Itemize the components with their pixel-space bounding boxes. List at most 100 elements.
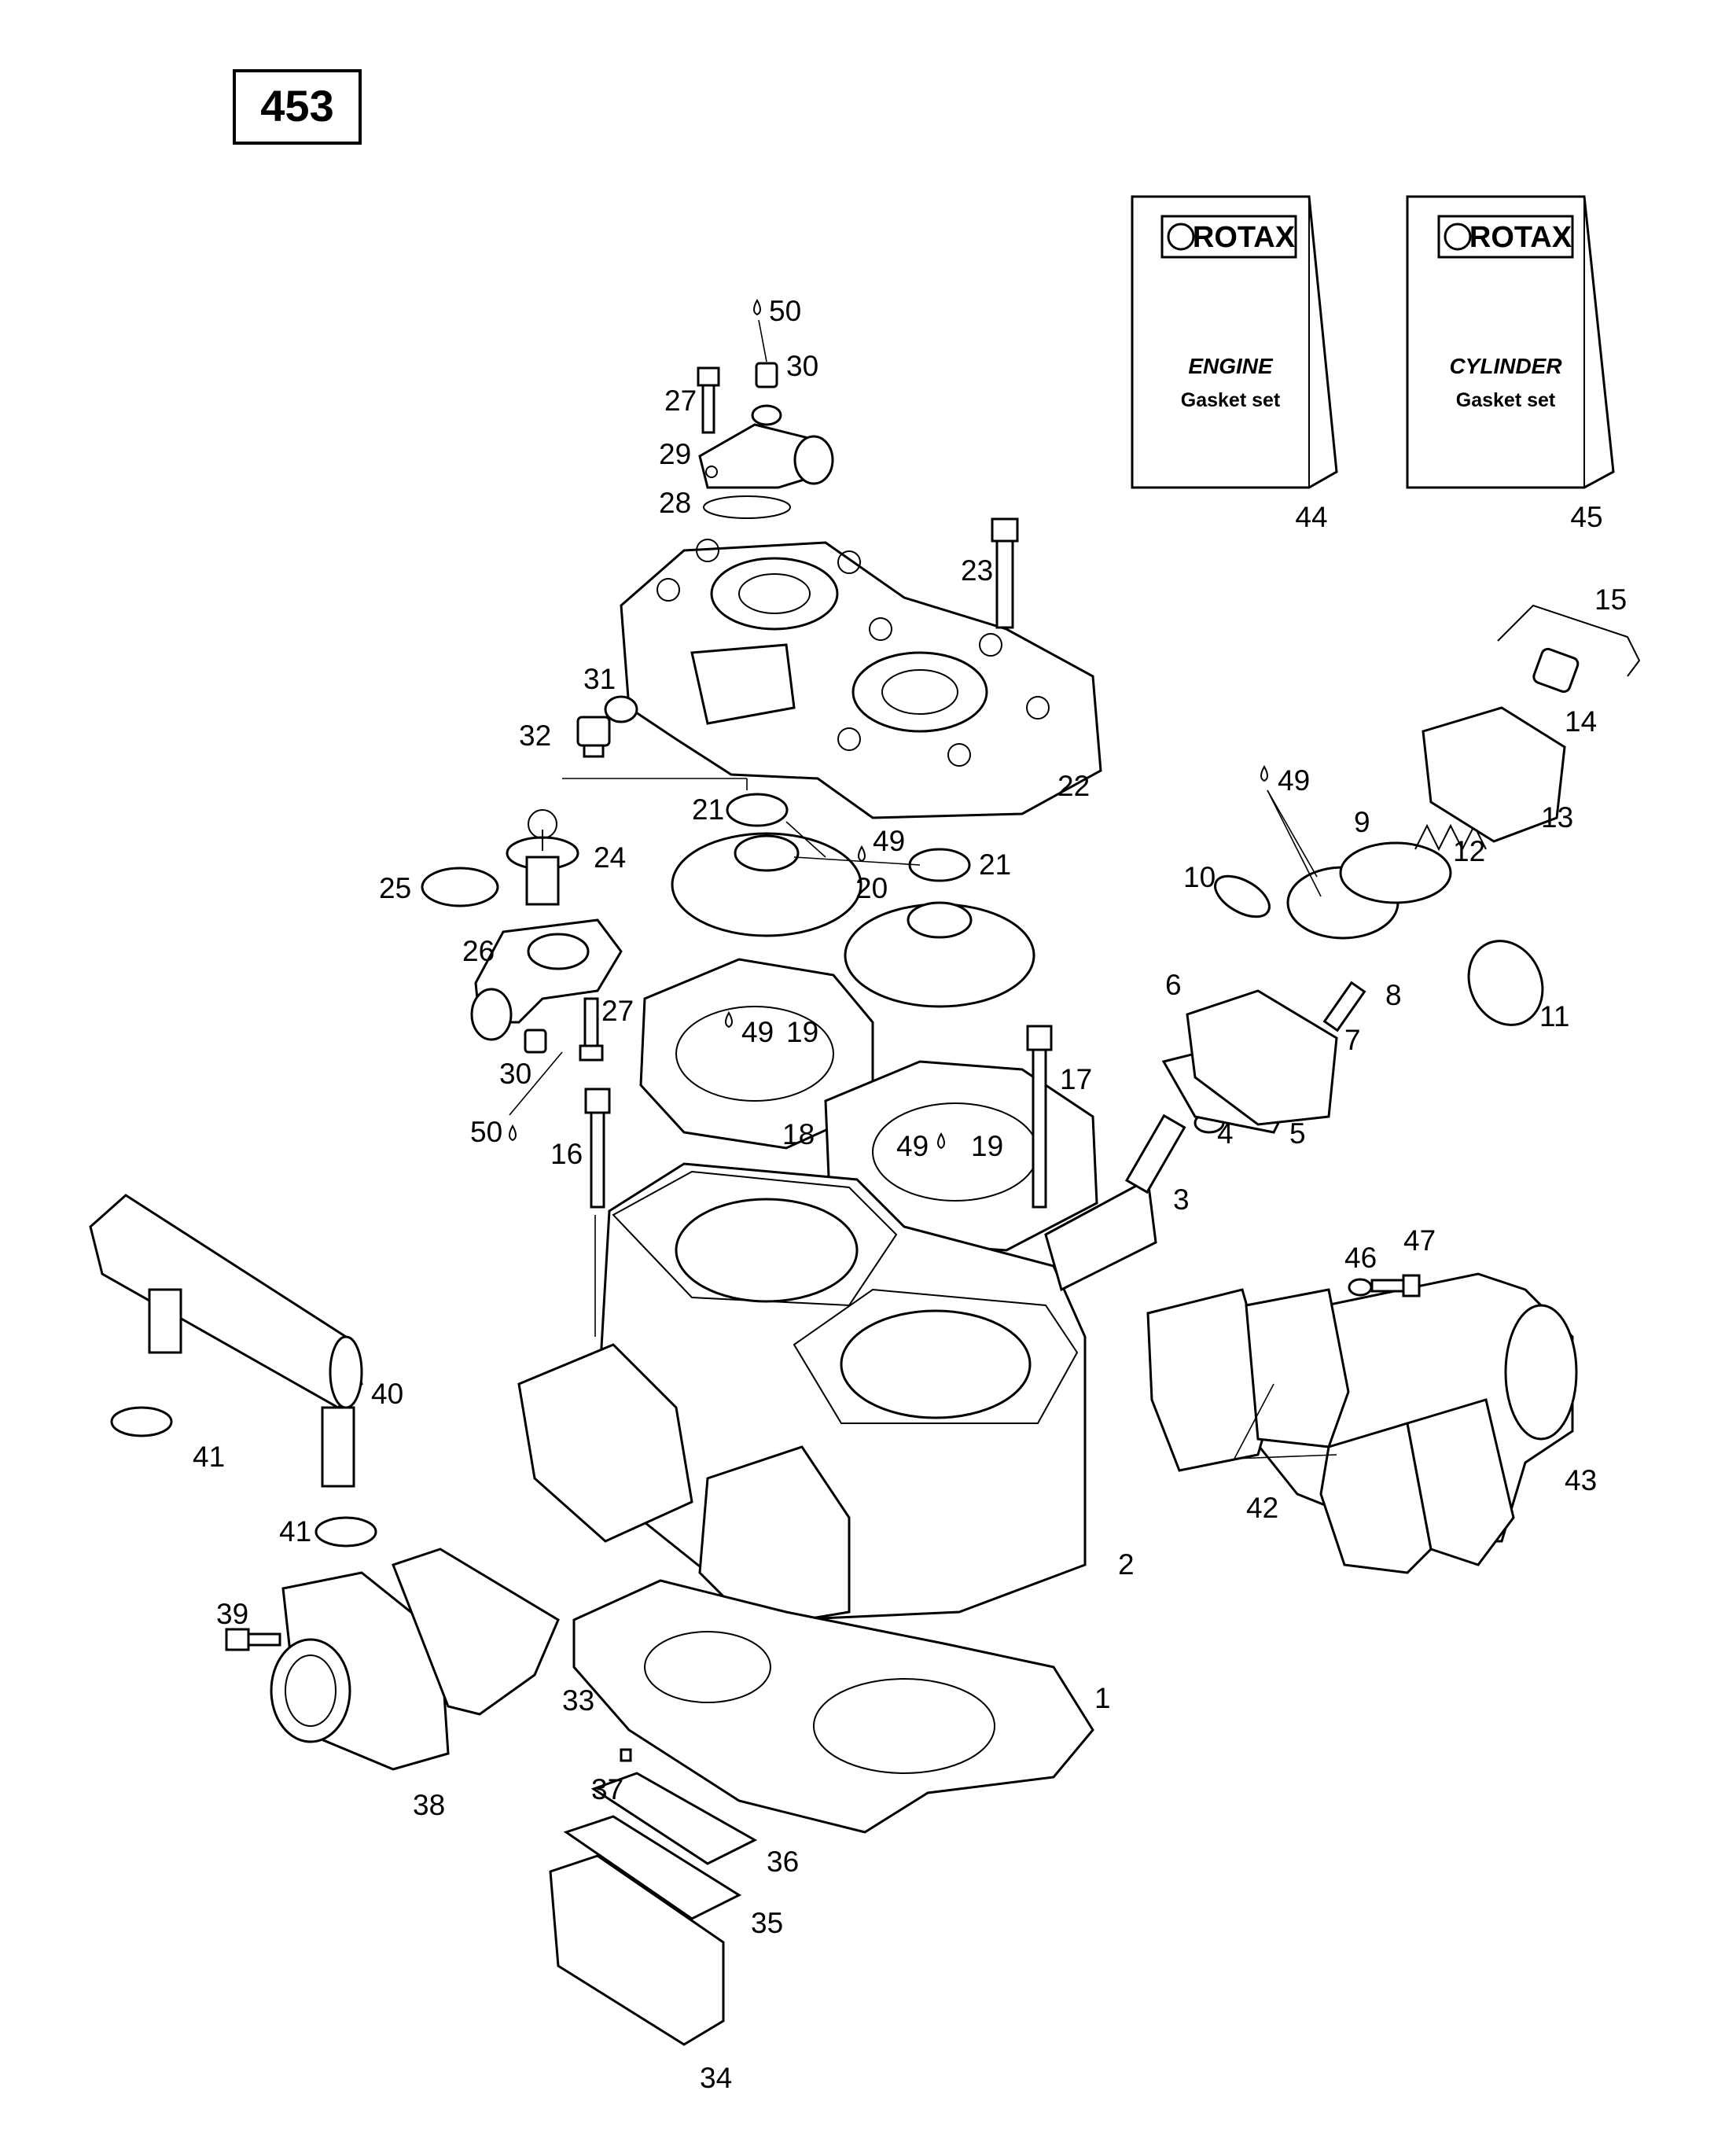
washer-46 bbox=[1348, 1278, 1373, 1297]
booklet-title: CYLINDER bbox=[1449, 354, 1562, 378]
page-number: 453 bbox=[260, 81, 333, 131]
engine-gasket-set-booklet: ROTAX ENGINE Gasket set bbox=[1131, 195, 1338, 489]
callout-10: 10 bbox=[1183, 861, 1216, 893]
callout-3: 3 bbox=[1173, 1183, 1190, 1216]
callout-49c: 49 bbox=[741, 1016, 774, 1048]
gasket-33 bbox=[392, 1548, 560, 1716]
callout-22: 22 bbox=[1057, 770, 1090, 802]
gasket-42-a bbox=[1146, 1288, 1275, 1472]
callout-46: 46 bbox=[1344, 1242, 1377, 1274]
thermostat bbox=[506, 809, 579, 906]
reed-block-34 bbox=[549, 1854, 725, 2046]
valve-blade-3 bbox=[1044, 1113, 1186, 1292]
callout-1: 1 bbox=[1094, 1682, 1111, 1714]
callout-6: 6 bbox=[1165, 969, 1182, 1001]
gasket-42-d bbox=[1406, 1398, 1515, 1566]
washer-31 bbox=[604, 695, 638, 723]
plug-30-top bbox=[755, 362, 778, 388]
callout-27a: 27 bbox=[664, 385, 697, 417]
callout-7: 7 bbox=[1344, 1024, 1361, 1056]
callout-23: 23 bbox=[961, 554, 993, 587]
callout-30b: 30 bbox=[499, 1058, 531, 1090]
booklet-brand: ROTAX bbox=[1469, 221, 1572, 254]
callout-13: 13 bbox=[1541, 801, 1573, 834]
plug-32 bbox=[576, 716, 611, 758]
callout-33: 33 bbox=[562, 1684, 594, 1717]
callout-28: 28 bbox=[659, 487, 691, 519]
callout-47: 47 bbox=[1403, 1224, 1436, 1257]
leader-lines bbox=[509, 319, 1337, 1459]
callout-19b: 19 bbox=[971, 1130, 1003, 1162]
callout-20: 20 bbox=[855, 872, 888, 904]
callout-50a: 50 bbox=[769, 295, 801, 327]
callout-35: 35 bbox=[751, 1907, 783, 1939]
callout-5: 5 bbox=[1289, 1117, 1306, 1150]
callout-2: 2 bbox=[1118, 1548, 1135, 1581]
callout-29: 29 bbox=[659, 438, 691, 470]
clamp-41-lower bbox=[314, 1516, 377, 1548]
callout-21a: 21 bbox=[692, 793, 724, 826]
callout-14: 14 bbox=[1565, 705, 1597, 738]
o-ring-10 bbox=[1214, 874, 1271, 918]
bolt-23 bbox=[991, 517, 1019, 629]
callout-36: 36 bbox=[767, 1846, 799, 1878]
booklet-title: ENGINE bbox=[1188, 354, 1274, 378]
head-gasket-18-left bbox=[639, 958, 874, 1150]
water-pipe-40 bbox=[89, 1194, 363, 1488]
valve-housing-6 bbox=[1186, 989, 1338, 1126]
callout-26: 26 bbox=[462, 935, 495, 967]
callout-4: 4 bbox=[1217, 1117, 1234, 1150]
o-ring-11 bbox=[1467, 940, 1544, 1026]
callout-39: 39 bbox=[216, 1598, 248, 1630]
callout-38: 38 bbox=[413, 1789, 445, 1821]
combustion-chamber-dome-left bbox=[671, 832, 862, 937]
callout-9: 9 bbox=[1354, 806, 1370, 838]
oil-drop-icon bbox=[509, 298, 1268, 1150]
callout-50b: 50 bbox=[470, 1116, 502, 1148]
o-ring-21-left bbox=[726, 793, 789, 827]
screw-37 bbox=[620, 1748, 632, 1762]
callout-17: 17 bbox=[1060, 1063, 1092, 1095]
callout-43: 43 bbox=[1565, 1464, 1597, 1496]
callout-19a: 19 bbox=[786, 1016, 818, 1048]
booklet-subtitle: Gasket set bbox=[1456, 389, 1556, 411]
bolt-47 bbox=[1370, 1274, 1421, 1297]
page-number-box: 453 bbox=[233, 69, 362, 145]
callout-34: 34 bbox=[700, 2062, 732, 2094]
rotax-logo-icon bbox=[1167, 223, 1195, 251]
callout-42: 42 bbox=[1246, 1492, 1278, 1524]
callout-25: 25 bbox=[379, 872, 411, 904]
plug-30-lower bbox=[524, 1029, 547, 1054]
callout-11: 11 bbox=[1539, 1000, 1569, 1032]
callout-49d: 49 bbox=[896, 1130, 929, 1162]
rotax-logo-icon bbox=[1444, 223, 1472, 251]
callout-16: 16 bbox=[550, 1138, 583, 1170]
thermostat-housing bbox=[470, 918, 623, 1041]
cylinder-head bbox=[620, 539, 1102, 819]
cap-14 bbox=[1532, 647, 1580, 694]
callout-8: 8 bbox=[1385, 979, 1402, 1011]
callout-30a: 30 bbox=[786, 350, 818, 382]
callout-49b: 49 bbox=[873, 825, 905, 857]
bolt-27-top bbox=[697, 366, 720, 434]
callout-49a: 49 bbox=[1278, 764, 1310, 797]
callout-15: 15 bbox=[1594, 583, 1627, 616]
gasket-42-b bbox=[1245, 1288, 1350, 1448]
base-gasket bbox=[572, 1579, 1094, 1834]
reed-36 bbox=[590, 1772, 758, 1865]
piston-9 bbox=[1339, 841, 1452, 904]
cover-13 bbox=[1422, 706, 1566, 843]
cylinder-block bbox=[517, 1162, 1087, 1629]
stud-17 bbox=[1026, 1025, 1053, 1209]
booklet-brand: ROTAX bbox=[1193, 221, 1296, 254]
callout-37: 37 bbox=[591, 1773, 623, 1805]
callout-18: 18 bbox=[782, 1118, 815, 1150]
clamp-41-upper bbox=[110, 1406, 173, 1437]
intake-adaptor-38 bbox=[270, 1571, 450, 1771]
callout-32: 32 bbox=[519, 720, 551, 752]
combustion-chamber-dome-right bbox=[844, 901, 1035, 1008]
callout-21b: 21 bbox=[979, 848, 1011, 881]
water-outlet-elbow bbox=[698, 404, 834, 489]
ring-25 bbox=[421, 867, 499, 907]
o-ring-21-right bbox=[908, 848, 971, 882]
